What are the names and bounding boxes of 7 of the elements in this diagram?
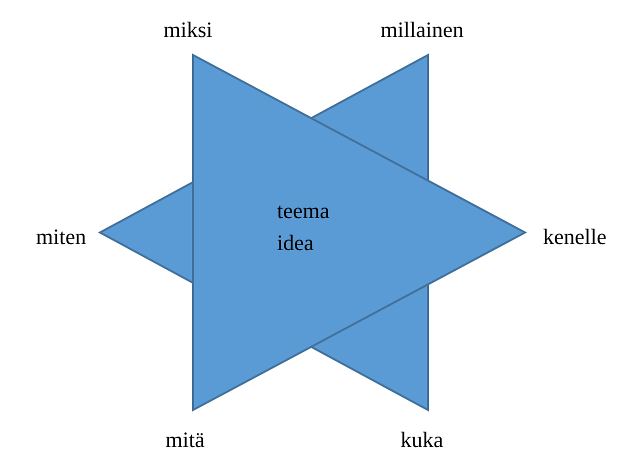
vertex-label: miksi [164, 17, 212, 43]
vertex-label: miten [36, 224, 86, 250]
vertex-label: kenelle [543, 224, 607, 250]
vertex-label: kuka [400, 427, 444, 450]
vertex-label: mitä [166, 427, 205, 450]
center-text: teema idea [277, 197, 331, 257]
vertex-label: millainen [380, 17, 464, 43]
